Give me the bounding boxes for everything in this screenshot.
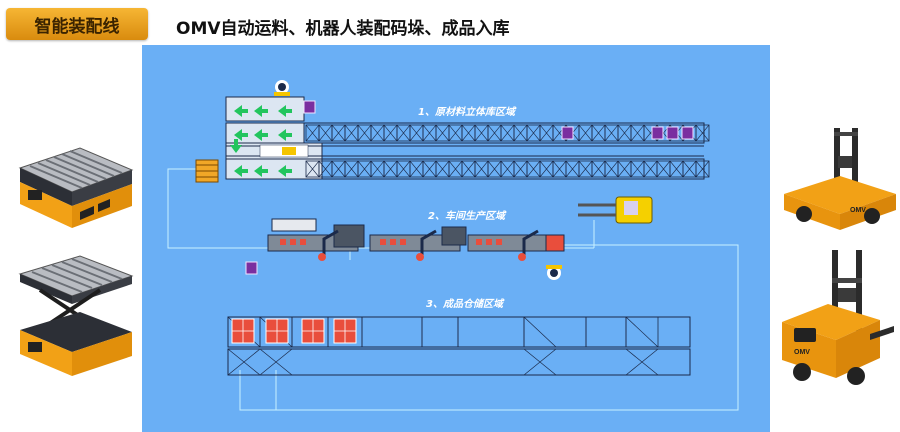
forklift-agv-icon xyxy=(578,197,652,223)
finished-goods-racks xyxy=(228,317,690,375)
page-title: OMV自动运料、机器人装配码垛、成品入库 xyxy=(176,14,510,39)
storage-cell xyxy=(362,317,422,347)
storage-cell xyxy=(458,317,524,347)
production-line xyxy=(268,219,564,261)
stacker-forklift-agv-image: OMV xyxy=(776,248,896,392)
storage-cell xyxy=(524,317,586,347)
forklift-brand-text: OMV xyxy=(850,207,866,214)
layout-diagram-panel: 1、原材料立体库区域 2、车间生产区域 3、成品仓储区域 xyxy=(142,45,770,432)
counterbalance-forklift-agv-image: OMV xyxy=(780,122,898,244)
finished-goods-cells xyxy=(228,317,658,375)
production-operator-figure xyxy=(546,265,562,280)
zone-label-production: 2、车间生产区域 xyxy=(428,207,505,222)
storage-cell-grid xyxy=(306,125,709,177)
storage-cell xyxy=(422,317,458,347)
zone-label-finished-goods: 3、成品仓储区域 xyxy=(426,295,503,310)
stacker-brand-text: OMV xyxy=(794,349,810,356)
section-badge: 智能装配线 xyxy=(6,8,148,40)
scissor-lift-agv-image xyxy=(10,252,138,386)
shuttle-load xyxy=(282,147,296,155)
zone-label-raw-material: 1、原材料立体库区域 xyxy=(418,103,515,118)
storage-cell xyxy=(586,317,626,347)
roller-agv-image xyxy=(10,128,138,242)
operator-figure xyxy=(274,80,290,96)
